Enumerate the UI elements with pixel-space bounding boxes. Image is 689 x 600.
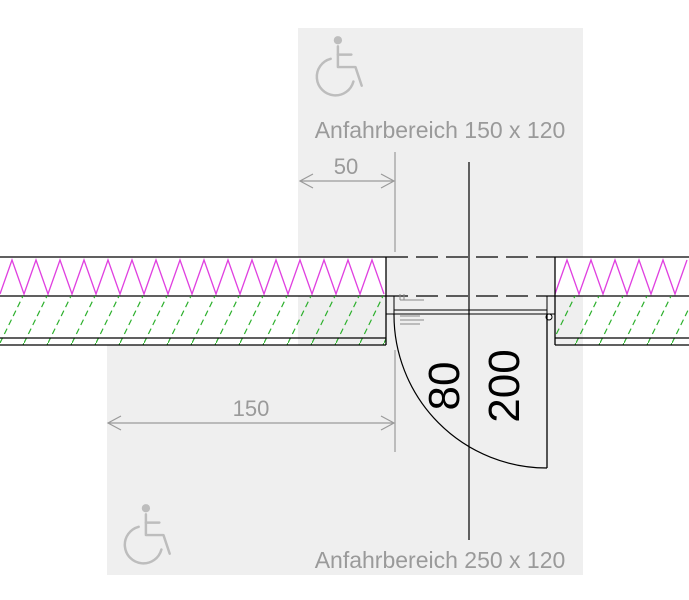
dimension-50: [298, 152, 396, 252]
zone-label-bottom: Anfahrbereich 250 x 120: [315, 547, 566, 573]
dimension-50-label: 50: [334, 154, 358, 179]
door-width-label: 80: [420, 362, 469, 411]
door-height-label: 200: [480, 349, 529, 422]
wall-right: [554, 256, 689, 346]
masonry-hatch-left: [0, 296, 386, 345]
dimension-150-label: 150: [233, 396, 270, 421]
masonry-hatch-right: [555, 296, 689, 345]
dimension-150: [106, 350, 396, 452]
insulation-zigzag-left: [0, 258, 385, 296]
wall-left: [0, 256, 387, 346]
zone-label-top: Anfahrbereich 150 x 120: [315, 117, 566, 143]
door-leaf: [393, 313, 548, 469]
approach-zone-bottom: [107, 345, 583, 575]
insulation-zigzag-right: [554, 258, 688, 296]
